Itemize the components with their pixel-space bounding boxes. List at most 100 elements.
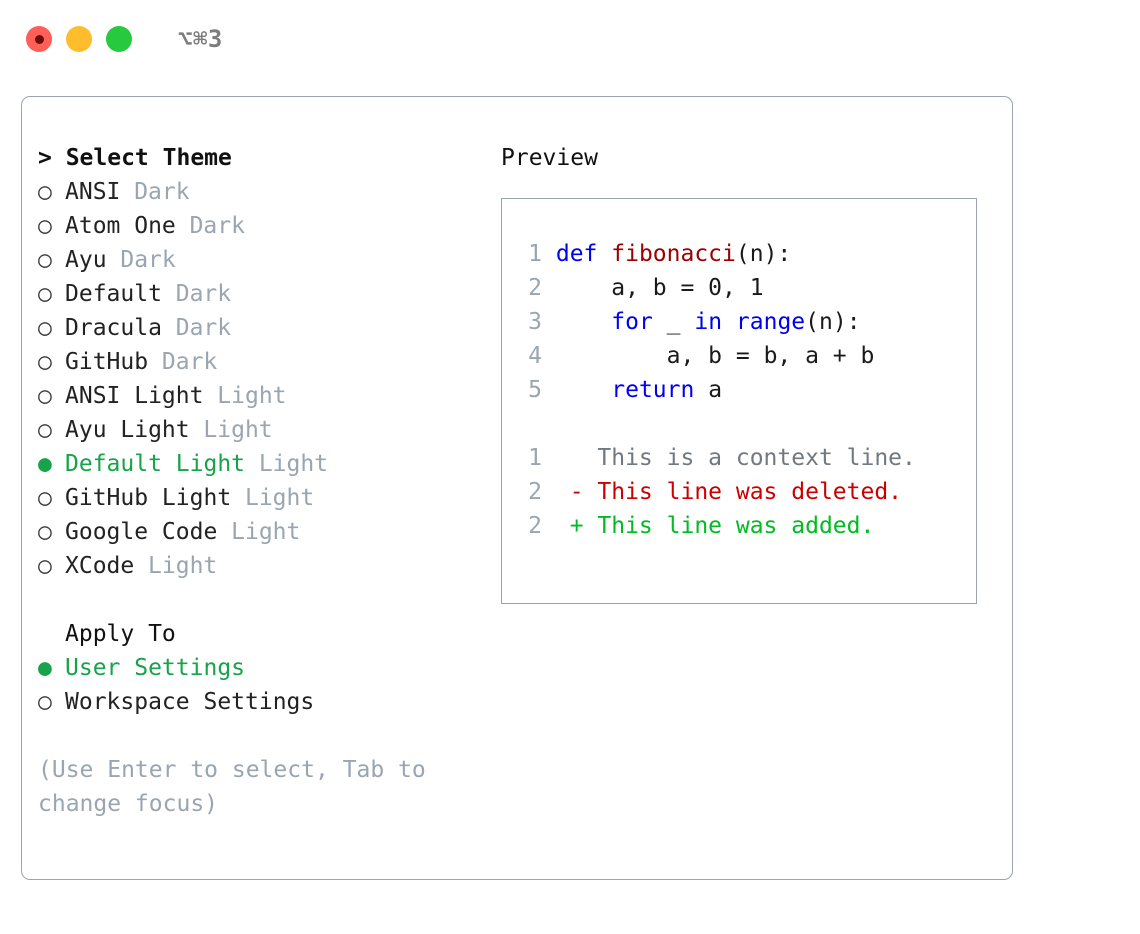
radio-unselected-icon: ○ (38, 349, 52, 375)
radio-unselected-icon: ○ (38, 689, 52, 715)
theme-category-label: Light (148, 553, 218, 579)
theme-category-label: Dark (175, 281, 232, 307)
line-number: 4 (528, 343, 542, 369)
theme-option-6[interactable]: ○ ANSI Light Light (38, 379, 498, 413)
code-token-kw: for (611, 309, 653, 335)
code-line: 1 def fibonacci(n): (514, 237, 976, 271)
radio-unselected-icon: ○ (38, 281, 52, 307)
theme-category-label: Light (258, 451, 329, 477)
theme-option-8[interactable]: ● Default Light Light (38, 447, 498, 481)
radio-unselected-icon: ○ (38, 519, 52, 545)
diff-text: This is a context line. (542, 445, 916, 471)
line-number: 5 (528, 377, 542, 403)
radio-unselected-icon: ○ (38, 179, 52, 205)
code-line: 2 a, b = 0, 1 (514, 271, 976, 305)
apply-option-1[interactable]: ○ Workspace Settings (38, 685, 498, 719)
theme-option-7[interactable]: ○ Ayu Light Light (38, 413, 498, 447)
preview-header: Preview (501, 145, 598, 171)
window-controls (26, 26, 132, 52)
code-token-plain: a, b = b, a + b (555, 343, 875, 369)
code-token-plain: a, b = 0, 1 (555, 275, 764, 301)
theme-option-label: ANSI (65, 179, 121, 205)
close-button[interactable] (26, 26, 52, 52)
diff-line-add: 2 + This line was added. (514, 509, 976, 543)
apply-option-0[interactable]: ● User Settings (38, 651, 498, 685)
theme-option-0[interactable]: ○ ANSI Dark (38, 175, 498, 209)
radio-unselected-icon: ○ (38, 383, 52, 409)
theme-option-10[interactable]: ○ Google Code Light (38, 515, 498, 549)
theme-option-11[interactable]: ○ XCode Light (38, 549, 498, 583)
theme-category-label: Light (217, 383, 287, 409)
radio-unselected-icon: ○ (38, 417, 52, 443)
line-number: 1 (528, 241, 542, 267)
radio-unselected-icon: ○ (38, 213, 52, 239)
section-spacer (38, 583, 498, 617)
keyboard-shortcut-label: ⌥⌘3 (178, 25, 223, 53)
code-token-kw: return (611, 377, 695, 403)
radio-unselected-icon: ○ (38, 315, 52, 341)
code-token-plain: _ (652, 309, 695, 335)
code-line: 4 a, b = b, a + b (514, 339, 976, 373)
theme-category-label: Light (244, 485, 315, 511)
preview-column: Preview 1 def fibonacci(n):2 a, b = 0, 1… (501, 141, 1001, 604)
theme-option-2[interactable]: ○ Ayu Dark (38, 243, 498, 277)
code-token-fn: fibonacci (611, 241, 736, 267)
radio-unselected-icon: ○ (38, 247, 52, 273)
radio-unselected-icon: ○ (38, 553, 52, 579)
line-number: 2 (528, 513, 542, 539)
radio-selected-icon: ● (38, 655, 52, 681)
theme-option-label: Ayu Light (65, 417, 190, 443)
theme-option-5[interactable]: ○ GitHub Dark (38, 345, 498, 379)
theme-category-label: Dark (175, 315, 232, 341)
apply-option-label: User Settings (65, 655, 246, 681)
theme-category-label: Dark (161, 349, 218, 375)
radio-unselected-icon: ○ (38, 485, 52, 511)
code-token-plain: (n): (735, 241, 792, 267)
theme-category-label: Dark (189, 213, 245, 239)
apply-option-label: Workspace Settings (65, 689, 315, 715)
apply-to-header: Apply To (65, 621, 176, 647)
theme-option-9[interactable]: ○ GitHub Light Light (38, 481, 498, 515)
theme-category-label: Light (231, 519, 301, 545)
line-number: 2 (528, 479, 542, 505)
code-token-kw: range (735, 309, 806, 335)
theme-option-label: Ayu (65, 247, 107, 273)
diff-line-ctx: 1 This is a context line. (514, 441, 976, 475)
select-theme-header: > Select Theme (38, 145, 232, 171)
theme-option-label: ANSI Light (65, 383, 204, 409)
code-line: 5 return a (514, 373, 976, 407)
apply-to-option-list[interactable]: ● User Settings ○ Workspace Settings (38, 651, 498, 719)
diff-text: - This line was deleted. (542, 479, 903, 505)
theme-option-label: GitHub (65, 349, 149, 375)
minimize-button[interactable] (66, 26, 92, 52)
diff-text: + This line was added. (542, 513, 875, 539)
code-blank-line (514, 407, 976, 441)
code-token-plain (556, 377, 611, 403)
code-token-plain: a (694, 377, 723, 403)
theme-category-label: Dark (120, 247, 176, 273)
maximize-button[interactable] (106, 26, 132, 52)
title-bar: ⌥⌘3 (0, 0, 1140, 78)
line-number: 1 (528, 445, 542, 471)
theme-category-label: Light (203, 417, 273, 443)
theme-option-label: Default Light (65, 451, 246, 477)
code-token-kw: def (555, 241, 612, 267)
keyboard-hint-text: (Use Enter to select, Tab to change focu… (38, 757, 426, 817)
theme-option-label: Google Code (65, 519, 218, 545)
line-number: 3 (528, 309, 542, 335)
theme-category-label: Dark (134, 179, 190, 205)
diff-line-del: 2 - This line was deleted. (514, 475, 976, 509)
radio-selected-icon: ● (38, 451, 52, 477)
theme-option-label: XCode (65, 553, 135, 579)
code-token-plain (722, 309, 736, 335)
theme-option-label: GitHub Light (65, 485, 232, 511)
